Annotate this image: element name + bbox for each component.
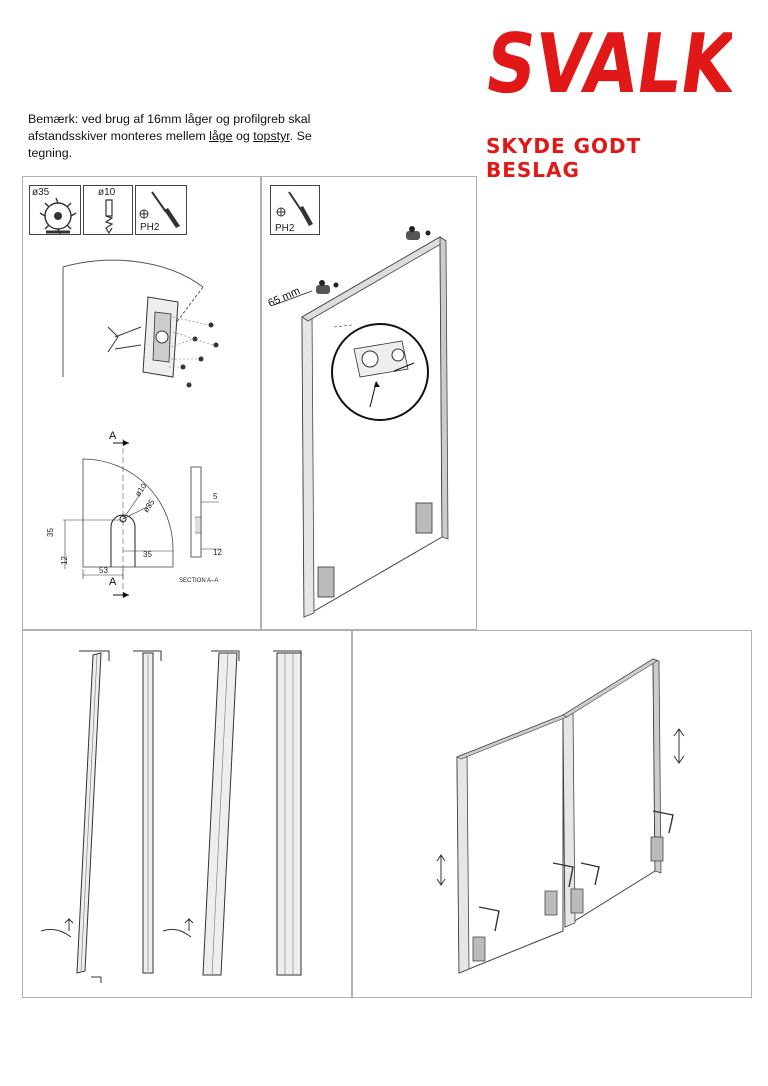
svg-text:12: 12	[213, 548, 222, 557]
svg-text:ø35: ø35	[141, 497, 157, 514]
hinge-drilling-drawing: A ø10 ø35 35 12 53 35 A 5 12 SECTION	[46, 259, 222, 598]
double-door-isometric-drawing	[436, 658, 685, 974]
svg-text:53: 53	[99, 566, 108, 575]
svg-text:12: 12	[60, 556, 69, 565]
door-adjustment-panel	[352, 630, 752, 998]
door-isometric-drawing: 65 mm	[266, 226, 449, 618]
svg-text:ø10: ø10	[133, 481, 149, 498]
mounting-note: Bemærk: ved brug af 16mm låger og profil…	[28, 112, 312, 160]
svg-text:SECTION A–A: SECTION A–A	[179, 578, 218, 584]
profile-sequence-drawing	[40, 650, 302, 983]
svg-text:5: 5	[213, 492, 218, 501]
svalk-logo-wordmark: SVALK	[482, 24, 732, 104]
screwdriver-icon	[139, 191, 180, 228]
tool-screwdriver-right: PH2	[270, 185, 320, 235]
tool-screwdriver: PH2	[135, 185, 187, 235]
svg-text:35: 35	[143, 550, 152, 559]
logo-tagline: SKYDE GODT BESLAG	[486, 134, 642, 182]
drilling-instructions-panel: ø35 ø10 PH2	[22, 176, 261, 630]
svg-text:65 mm: 65 mm	[266, 285, 302, 310]
svg-text:A: A	[109, 576, 117, 588]
svalk-logo: SVALK SKYDE GODT BESLAG	[482, 24, 732, 182]
svg-text:35: 35	[46, 528, 55, 537]
drill-bit-icon	[104, 199, 114, 235]
profile-mounting-panel	[22, 630, 352, 998]
note-link-laage: låge	[209, 129, 233, 143]
tool-drill-bit: ø10	[83, 185, 133, 235]
logo-text: SVALK	[482, 24, 732, 104]
screwdriver-icon	[276, 191, 313, 226]
top-guide-panel: PH2 65 mm	[261, 176, 477, 630]
hole-saw-icon	[39, 197, 77, 235]
tool-hole-saw: ø35	[29, 185, 81, 235]
svg-text:A: A	[109, 430, 117, 442]
note-link-topstyr: topstyr	[253, 129, 290, 143]
